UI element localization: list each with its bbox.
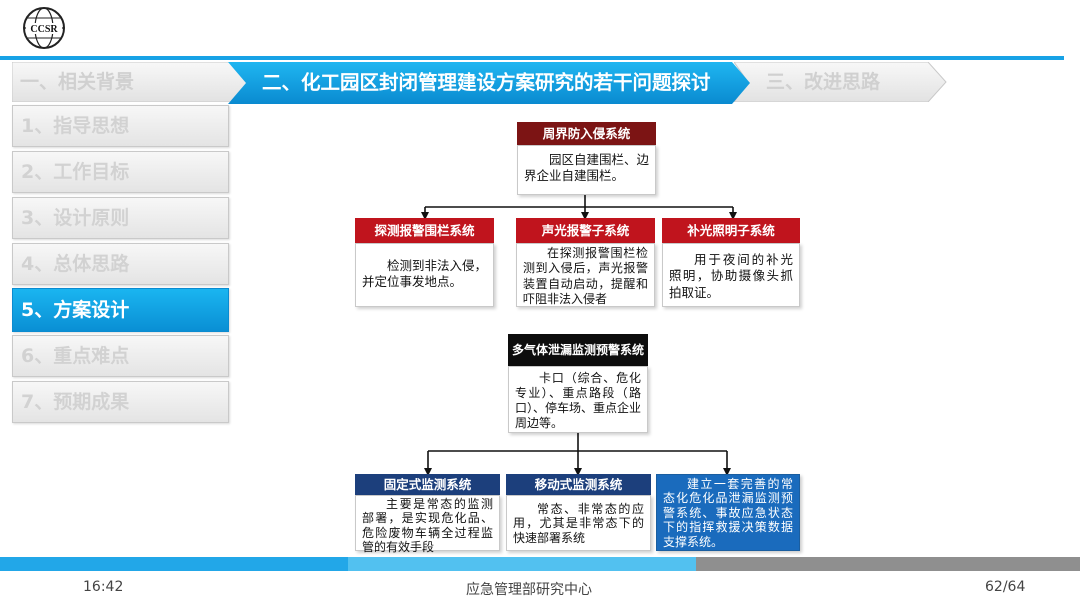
sidebar-item-label: 3、设计原则 bbox=[21, 207, 130, 229]
fixed-monitoring-body: 主要是常态的监测部署，是实现危化品、危险废物车辆全过程监管的有效手段 bbox=[355, 495, 500, 554]
detection-fence-title: 探测报警围栏系统 bbox=[355, 218, 494, 243]
sidebar-item-overall-idea[interactable]: 4、总体思路 bbox=[12, 243, 229, 285]
summary-box: 建立一套完善的常态化危化品泄漏监测预警系统、事故应急状态下的指挥救援决策数据支撑… bbox=[656, 474, 800, 551]
page-number: 62/64 bbox=[985, 579, 1026, 595]
sidebar-item-work-goal[interactable]: 2、工作目标 bbox=[12, 151, 229, 193]
mobile-monitoring-title: 移动式监测系统 bbox=[506, 474, 651, 495]
tab-background-label: 一、相关背景 bbox=[20, 71, 135, 93]
footer-time: 16:42 bbox=[83, 579, 124, 595]
ccsr-logo: CCSR bbox=[23, 7, 65, 49]
tab-current-label: 二、化工园区封闭管理建设方案研究的若干问题探讨 bbox=[262, 71, 711, 94]
lighting-subsystem-body: 用于夜间的补光照明，协助摄像头抓拍取证。 bbox=[662, 243, 800, 307]
perimeter-system-body: 园区自建围栏、边界企业自建围栏。 bbox=[517, 145, 656, 195]
logo-text: CCSR bbox=[30, 24, 58, 35]
footer-bar-segment bbox=[0, 557, 348, 571]
sidebar-item-label: 7、预期成果 bbox=[21, 391, 130, 413]
gas-leak-system-body: 卡口（综合、危化专业）、重点路段（路口）、停车场、重点企业周边等。 bbox=[508, 366, 648, 433]
sidebar-item-label: 5、方案设计 bbox=[21, 299, 130, 321]
detection-fence-body: 检测到非法入侵，并定位事发地点。 bbox=[355, 243, 494, 307]
footer-bar-segment bbox=[696, 557, 1080, 571]
sidebar-item-label: 4、总体思路 bbox=[21, 253, 130, 275]
alarm-subsystem-body: 在探测报警围栏检测到入侵后，声光报警装置自动启动，提醒和吓阻非法入侵者 bbox=[516, 243, 655, 307]
tab-current[interactable] bbox=[228, 62, 752, 104]
sidebar-item-label: 2、工作目标 bbox=[21, 161, 130, 183]
sidebar-item-expected-results[interactable]: 7、预期成果 bbox=[12, 381, 229, 423]
sidebar-item-guiding-thought[interactable]: 1、指导思想 bbox=[12, 105, 229, 147]
sidebar-item-label: 1、指导思想 bbox=[21, 115, 130, 137]
footer-bar-segment bbox=[348, 557, 696, 571]
gas-leak-system-title: 多气体泄漏监测预警系统 bbox=[508, 334, 648, 366]
fixed-monitoring-title: 固定式监测系统 bbox=[355, 474, 500, 495]
tab-improvement-label: 三、改进思路 bbox=[766, 71, 881, 93]
mobile-monitoring-body: 常态、非常态的应用，尤其是非常态下的快速部署系统 bbox=[506, 495, 651, 551]
perimeter-system-title: 周界防入侵系统 bbox=[517, 122, 656, 145]
sidebar-item-label: 6、重点难点 bbox=[21, 345, 130, 367]
sidebar-item-key-difficulties[interactable]: 6、重点难点 bbox=[12, 335, 229, 377]
alarm-subsystem-title: 声光报警子系统 bbox=[516, 218, 655, 243]
sidebar-item-solution-design[interactable]: 5、方案设计 bbox=[12, 288, 229, 332]
footer-organization: 应急管理部研究中心 bbox=[466, 582, 592, 598]
top-divider bbox=[0, 56, 1064, 60]
lighting-subsystem-title: 补光照明子系统 bbox=[662, 218, 800, 243]
sidebar-item-design-principle[interactable]: 3、设计原则 bbox=[12, 197, 229, 239]
